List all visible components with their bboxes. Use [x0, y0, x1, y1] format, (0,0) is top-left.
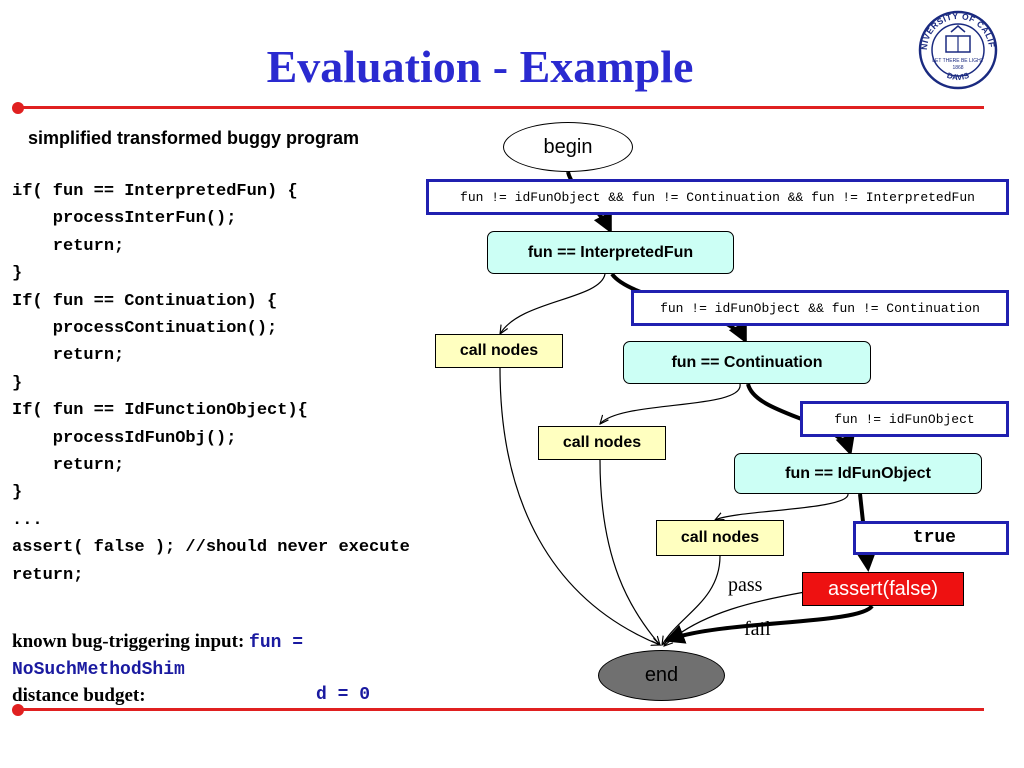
edge-call2-to-end	[599, 459, 660, 645]
seal-campus-text: DAVIS	[946, 71, 971, 83]
edge-assert-fail-to-end	[664, 604, 874, 644]
edge-dec1-to-call1	[500, 273, 606, 334]
distance-budget-value: d = 0	[316, 685, 371, 705]
end-node: end	[598, 650, 725, 701]
university-seal-logo: THE UNIVERSITY OF CALIFORNIA DAVIS LET T…	[918, 2, 998, 90]
footer-rule	[18, 708, 984, 711]
decision-continuation: fun == Continuation	[623, 341, 871, 384]
seal-year: 1868	[952, 65, 963, 71]
edge-assert-pass-to-end	[664, 591, 806, 646]
call-nodes-1: call nodes	[435, 334, 563, 368]
edge-dec2-to-dec3	[746, 383, 855, 456]
known-bug-value-2: NoSuchMethodShim	[12, 660, 185, 680]
edge-dec3-to-call3	[715, 493, 849, 520]
svg-text:DAVIS: DAVIS	[946, 71, 971, 83]
assert-false-node: assert(false)	[802, 572, 964, 606]
fail-edge-label: fail	[744, 618, 771, 640]
decision-idfunobject: fun == IdFunObject	[734, 453, 982, 494]
known-bug-label: known bug-triggering input:	[12, 631, 250, 652]
program-subtitle: simplified transformed buggy program	[28, 128, 360, 148]
buggy-program-code: if( fun == InterpretedFun) { processInte…	[12, 182, 410, 585]
known-bug-input-line: known bug-triggering input: fun =	[12, 631, 303, 653]
path-condition-3: fun != idFunObject	[800, 401, 1009, 437]
title-rule-dot	[12, 102, 24, 114]
distance-budget-label: distance budget:	[12, 685, 146, 706]
path-condition-2: fun != idFunObject && fun != Continuatio…	[631, 290, 1009, 326]
pass-edge-label: pass	[728, 574, 763, 596]
seal-motto: LET THERE BE LIGHT	[932, 58, 984, 64]
true-condition: true	[853, 521, 1009, 555]
known-bug-input-line-2: NoSuchMethodShim	[12, 658, 185, 680]
call-nodes-2: call nodes	[538, 426, 666, 460]
known-bug-value-1: fun =	[249, 633, 304, 653]
decision-interpreted-fun: fun == InterpretedFun	[487, 231, 734, 274]
call-nodes-3: call nodes	[656, 520, 784, 556]
edge-dec2-to-call2	[600, 383, 741, 424]
distance-budget-line: distance budget: d = 0	[12, 685, 370, 707]
slide-title: Evaluation - Example	[266, 41, 694, 92]
title-rule	[18, 106, 984, 109]
path-condition-1: fun != idFunObject && fun != Continuatio…	[426, 179, 1009, 215]
begin-node: begin	[503, 122, 633, 172]
edge-call1-to-end	[499, 367, 660, 645]
footer-rule-dot	[12, 704, 24, 716]
